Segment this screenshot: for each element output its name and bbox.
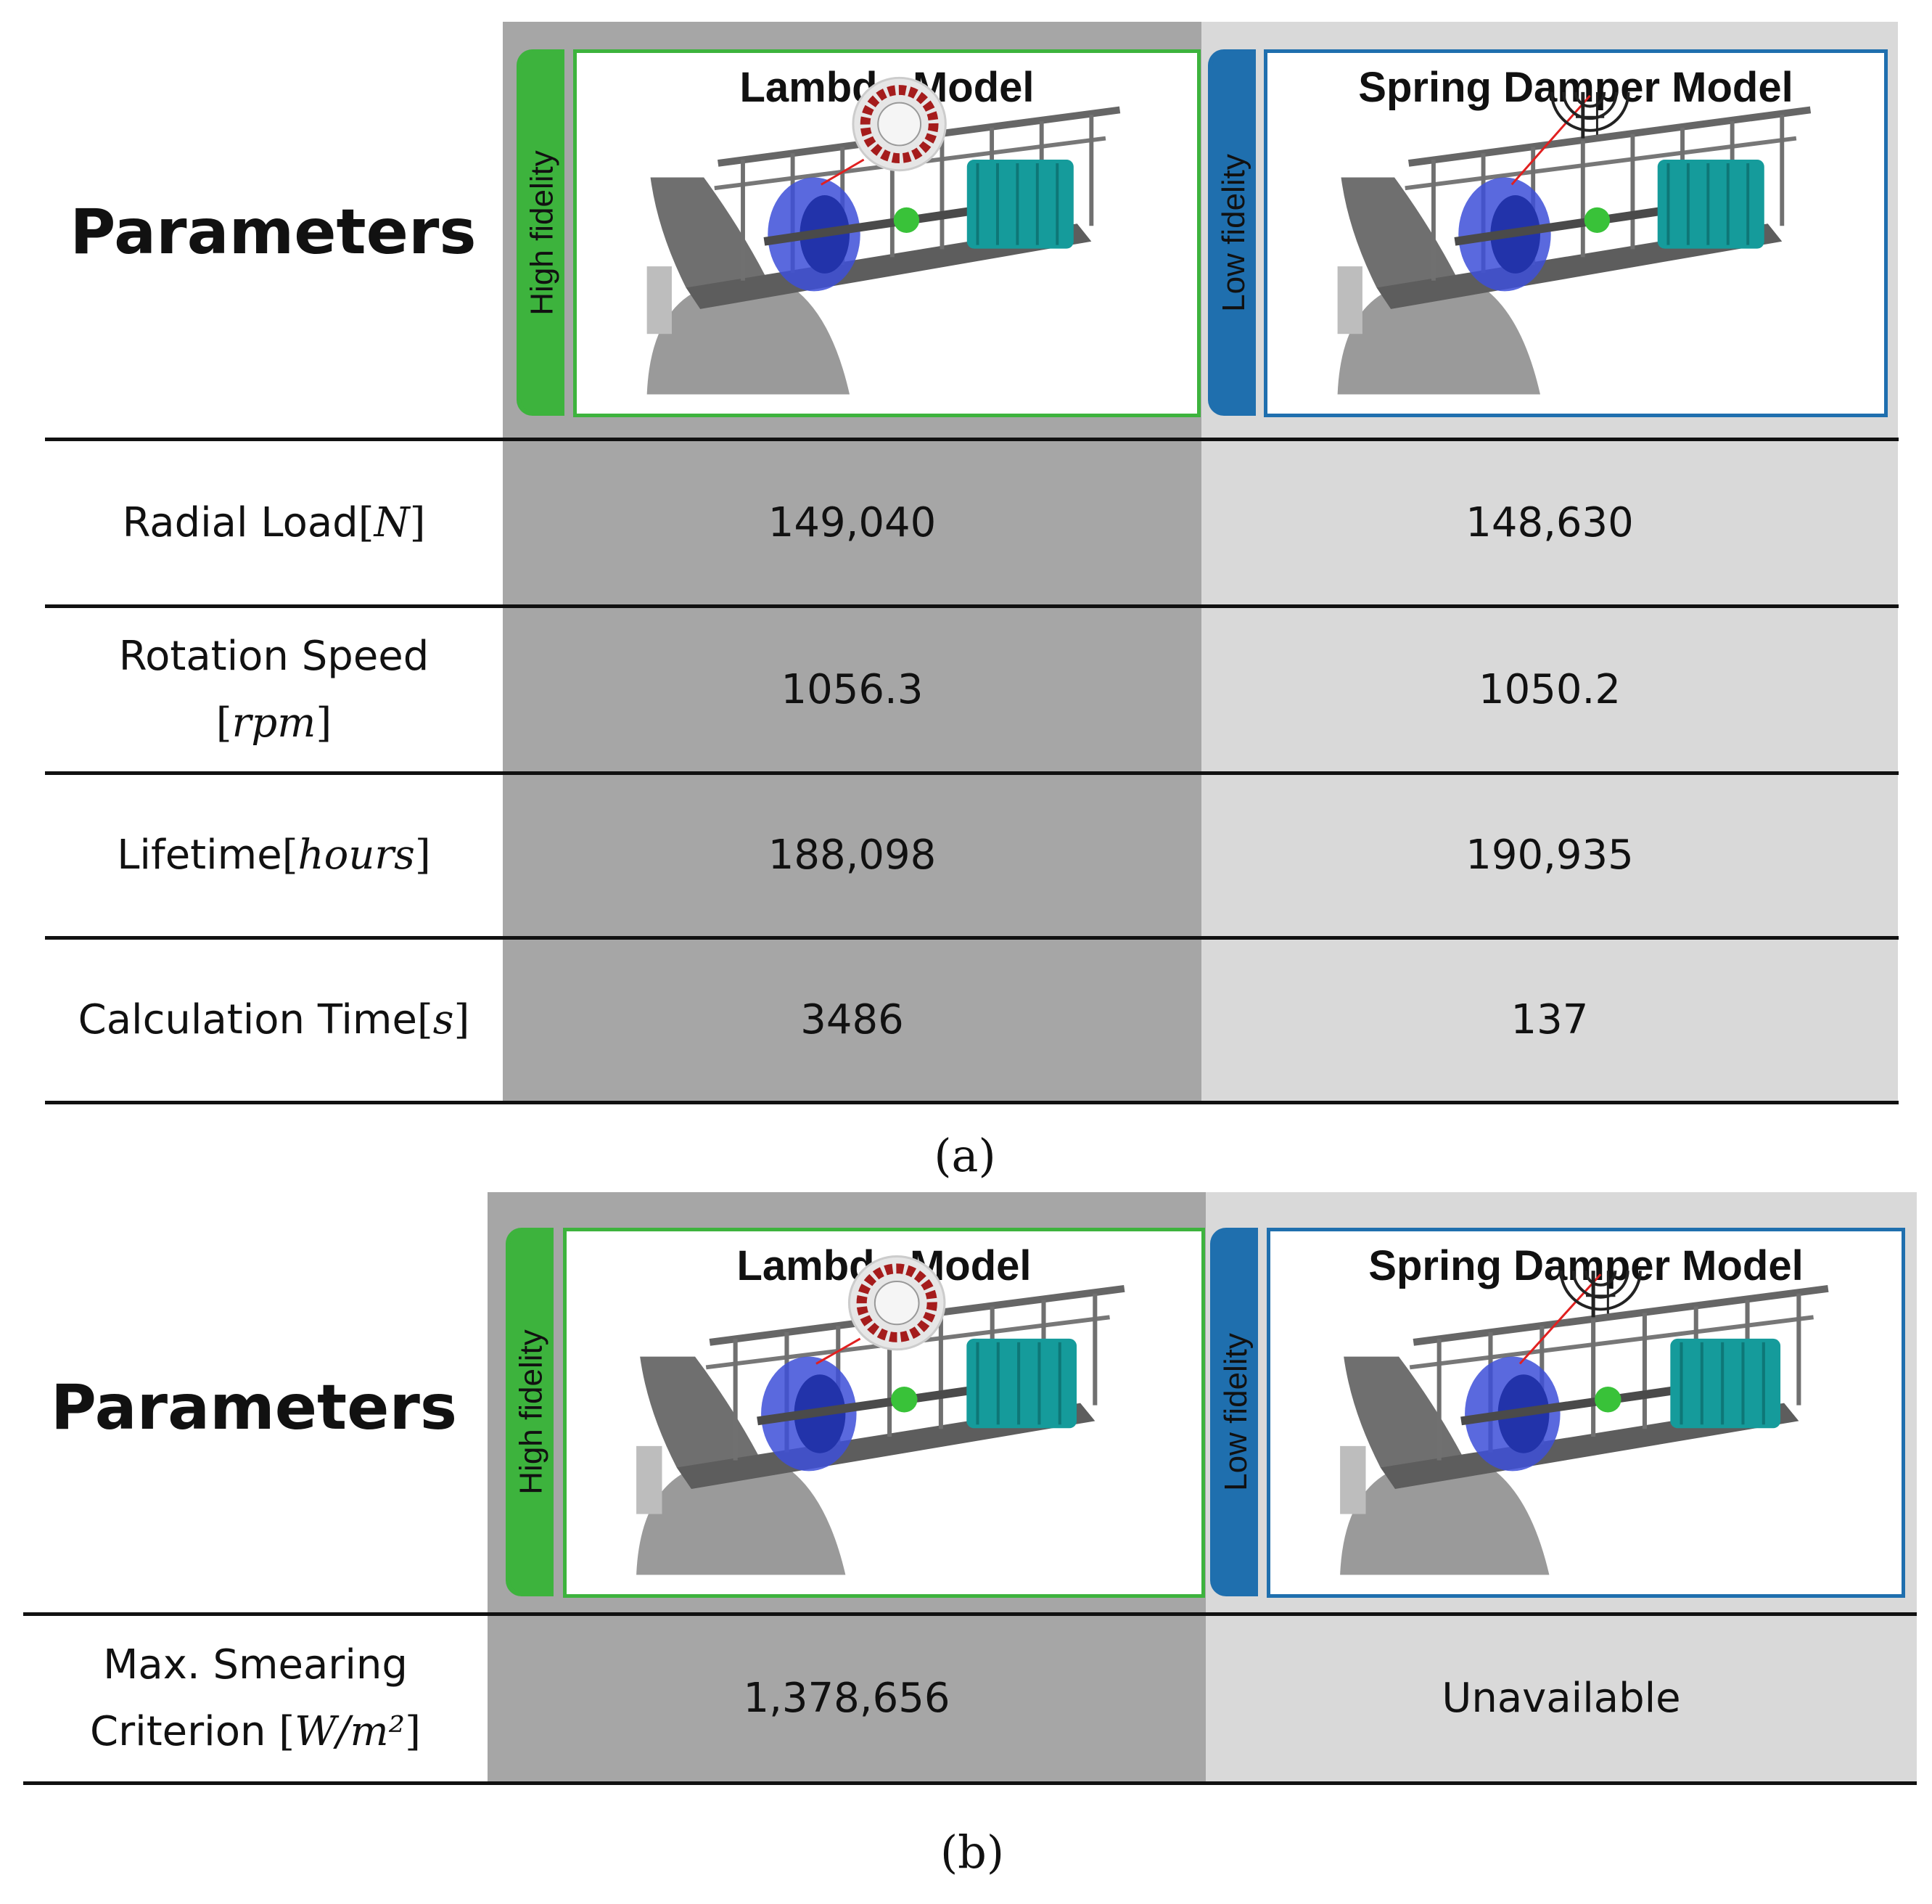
generator xyxy=(1657,160,1764,249)
roller-ring xyxy=(860,85,939,163)
lambda-model-figure: Lambda Model xyxy=(563,1228,1205,1598)
top-rail xyxy=(1413,1285,1829,1346)
drive-shaft xyxy=(1460,1381,1711,1426)
tower-base xyxy=(1340,1467,1550,1575)
high-fidelity-tab: High fidelity xyxy=(517,49,564,416)
spring-damper-symbol xyxy=(1562,91,1618,120)
high-fidelity-tab: High fidelity xyxy=(506,1228,554,1596)
spring-damper-symbol xyxy=(1584,1271,1617,1287)
table-rule xyxy=(45,771,1899,775)
spring-damper-model-figure: Spring Damper Model xyxy=(1267,1228,1905,1598)
high-fidelity-label: High fidelity xyxy=(514,1329,549,1495)
row-label-radial-load: Radial Load [N] xyxy=(122,498,426,546)
lambda-model-render xyxy=(646,76,1121,395)
table-rule xyxy=(45,936,1899,940)
spring-calculation-time-value: 137 xyxy=(1510,996,1589,1043)
drive-shaft xyxy=(1454,201,1698,246)
low-fidelity-tab: Low fidelity xyxy=(1208,49,1256,416)
table-rule xyxy=(45,1101,1899,1104)
spring-damper-model-title: Spring Damper Model xyxy=(1358,64,1793,111)
spring-max-smearing-value: Unavailable xyxy=(1442,1675,1681,1722)
table-rule xyxy=(45,438,1899,441)
lambda-rotation-speed-value: 1056.3 xyxy=(781,665,924,713)
drive-shaft xyxy=(757,1381,1008,1426)
top-rail xyxy=(1407,106,1812,167)
spring-damper-model-figure: Spring Damper Model xyxy=(1264,49,1888,417)
table-rule xyxy=(23,1781,1917,1785)
table-rule xyxy=(23,1612,1917,1616)
spring-damper-model-title: Spring Damper Model xyxy=(1368,1242,1804,1289)
side-block xyxy=(1340,1445,1366,1514)
roller-ring xyxy=(856,1263,937,1342)
bearing-leader xyxy=(1518,1273,1602,1365)
spring-damper-symbol xyxy=(1559,1271,1642,1311)
spring-rotation-speed-value: 1050.2 xyxy=(1479,665,1621,713)
coupling xyxy=(891,1387,918,1413)
low-fidelity-label: Low fidelity xyxy=(1218,1333,1254,1491)
spring-lifetime-value: 190,935 xyxy=(1466,832,1634,879)
row-label-calculation-time: Calculation Time [s] xyxy=(78,996,470,1043)
tower-base xyxy=(646,287,850,395)
spring-damper-model-render xyxy=(1337,91,1812,395)
row-label-lifetime: Lifetime [hours] xyxy=(117,832,431,879)
generator xyxy=(1670,1338,1781,1429)
caption-a: (a) xyxy=(934,1129,996,1182)
drive-shaft xyxy=(763,201,1007,246)
tower-base xyxy=(1337,287,1540,395)
low-fidelity-tab: Low fidelity xyxy=(1210,1228,1258,1596)
parameters-heading: Parameters xyxy=(50,1371,458,1444)
spring-damper-symbol xyxy=(1571,1271,1629,1299)
spring-radial-load-value: 148,630 xyxy=(1466,498,1634,546)
table-rule xyxy=(45,604,1899,608)
lambda-model-render xyxy=(636,1255,1125,1575)
coupling xyxy=(893,207,920,234)
lambda-radial-load-value: 149,040 xyxy=(768,498,937,546)
low-fidelity-label: Low fidelity xyxy=(1216,153,1252,312)
side-block xyxy=(1337,266,1362,335)
coupling xyxy=(1584,207,1611,234)
bearing-leader xyxy=(821,158,865,186)
bearing-leader xyxy=(815,1337,861,1365)
side-block xyxy=(646,266,672,335)
spring-damper-symbol xyxy=(1574,91,1606,108)
spring-damper-symbol xyxy=(1550,91,1630,132)
spring-damper-model-render xyxy=(1340,1271,1829,1575)
generator xyxy=(966,160,1074,249)
row-label-max-smearing-criterion: Max. Smearing Criterion [W/m²] xyxy=(90,1641,421,1755)
bearing-bore xyxy=(877,102,922,147)
lambda-max-smearing-value: 1,378,656 xyxy=(743,1675,950,1722)
side-block xyxy=(636,1445,662,1514)
row-label-rotation-speed: Rotation Speed [rpm] xyxy=(118,632,429,747)
lambda-lifetime-value: 188,098 xyxy=(768,832,937,879)
parameters-heading: Parameters xyxy=(70,196,477,268)
bearing-bore xyxy=(873,1281,920,1326)
lambda-model-figure: Lambda Model xyxy=(573,49,1201,417)
lambda-calculation-time-value: 3486 xyxy=(800,996,904,1043)
high-fidelity-label: High fidelity xyxy=(525,149,560,316)
tower-base xyxy=(636,1467,846,1575)
caption-b: (b) xyxy=(940,1826,1005,1879)
coupling xyxy=(1595,1387,1621,1413)
generator xyxy=(966,1338,1077,1429)
bearing-leader xyxy=(1510,94,1591,186)
